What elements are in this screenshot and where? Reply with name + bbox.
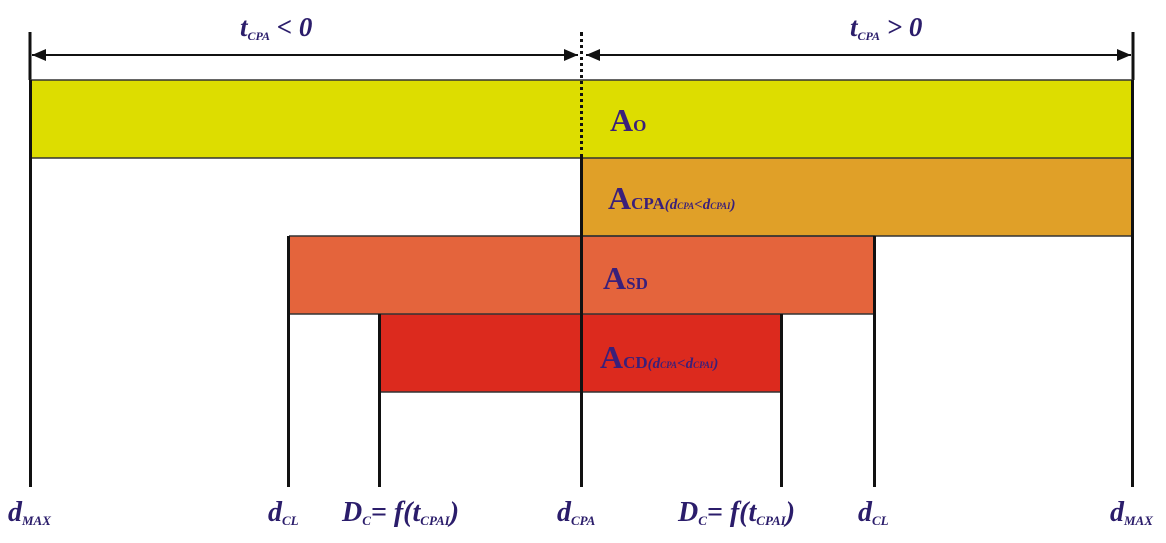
acpa-label: ACPA(dCPA<dCPAI)	[608, 180, 736, 216]
dmax-right-label: dMAX	[1110, 497, 1153, 528]
right-arrow-head-right	[1117, 49, 1131, 61]
dcl-right-line	[873, 236, 876, 487]
dcpa-dotted-line	[580, 32, 583, 158]
dc-right-label: DC= f(tCPAI)	[678, 497, 796, 528]
dc-right-line	[780, 314, 783, 487]
left-arrow-head-right	[564, 49, 578, 61]
dmax-left-line	[29, 80, 32, 487]
dcl-left-line	[287, 236, 290, 487]
ao-label: AO	[610, 102, 647, 138]
dcl-right-label: dCL	[858, 497, 889, 528]
left-arrow-head-left	[32, 49, 46, 61]
dcpa-line	[580, 158, 583, 487]
acpa-band	[582, 158, 1133, 236]
asd-label: ASD	[603, 260, 648, 296]
dcl-left-label: dCL	[268, 497, 299, 528]
tcpa-positive-label: tCPA > 0	[850, 12, 923, 43]
acd-label: ACD(dCPA<dCPAI)	[600, 339, 719, 375]
dmax-right-line	[1131, 80, 1134, 487]
time-arrows	[28, 32, 1135, 80]
right-arrow-head-left	[586, 49, 600, 61]
dc-left-line	[378, 314, 381, 487]
tcpa-negative-label: tCPA < 0	[240, 12, 313, 43]
dcpa-label: dCPA	[557, 497, 596, 528]
dmax-left-label: dMAX	[8, 497, 51, 528]
dc-left-label: DC= f(tCPAI)	[342, 497, 460, 528]
